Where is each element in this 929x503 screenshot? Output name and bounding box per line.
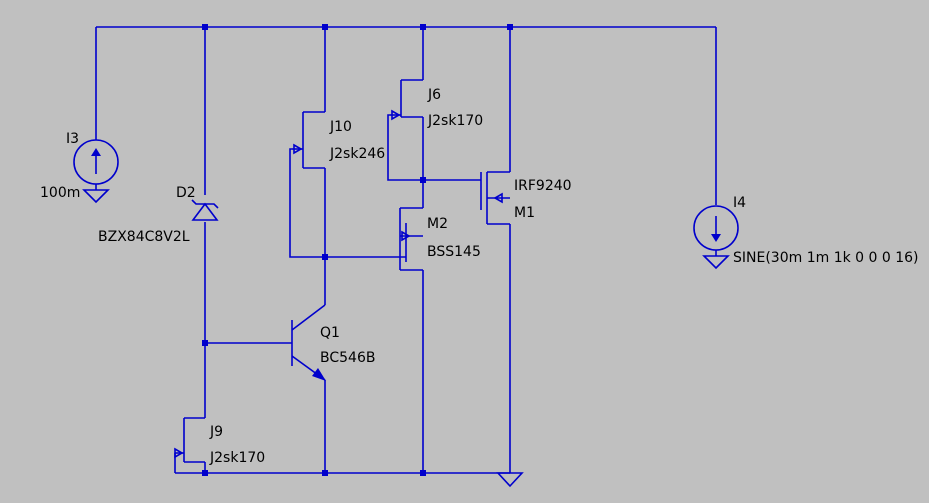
- q1-value-label: BC546B: [320, 350, 375, 366]
- ground-icon: [702, 255, 730, 270]
- jfet-j10[interactable]: J10 J2sk246: [292, 111, 385, 169]
- m2-ref-label: M2: [427, 216, 448, 232]
- jfet-j6[interactable]: J6 J2sk170: [390, 79, 483, 129]
- j10-value-label: J2sk246: [329, 146, 385, 162]
- i4-value-label: SINE(30m 1m 1k 0 0 0 16): [733, 250, 919, 266]
- i3-value-label: 100m: [40, 185, 80, 201]
- wires: [95, 26, 717, 474]
- j6-ref-label: J6: [427, 87, 441, 103]
- current-source-i3[interactable]: I3 100m: [40, 131, 119, 204]
- j6-value-label: J2sk170: [427, 113, 483, 129]
- jfet-j9[interactable]: J9 J2sk170: [174, 417, 265, 466]
- junction-dots: [202, 24, 513, 476]
- pmos-m1[interactable]: IRF9240 M1: [480, 171, 572, 225]
- j10-ref-label: J10: [329, 119, 352, 135]
- ground-icon: [82, 189, 110, 204]
- i4-ref-label: I4: [733, 195, 746, 211]
- ground-icon: [496, 472, 524, 488]
- m1-ref-label: M1: [514, 205, 535, 221]
- d2-ref-label: D2: [176, 185, 196, 201]
- current-source-i4[interactable]: I4 SINE(30m 1m 1k 0 0 0 16): [693, 195, 919, 270]
- ground-symbol: [496, 472, 524, 488]
- m1-value-label: IRF9240: [514, 178, 572, 194]
- zener-diode-d2[interactable]: D2 BZX84C8V2L: [98, 185, 219, 245]
- m2-value-label: BSS145: [427, 244, 481, 260]
- npn-transistor-q1[interactable]: Q1 BC546B: [291, 304, 375, 381]
- i3-ref-label: I3: [66, 131, 79, 147]
- q1-ref-label: Q1: [320, 325, 340, 341]
- j9-value-label: J2sk170: [209, 450, 265, 466]
- j9-ref-label: J9: [209, 424, 223, 440]
- d2-value-label: BZX84C8V2L: [98, 229, 190, 245]
- nmos-m2[interactable]: M2 BSS145: [399, 207, 481, 271]
